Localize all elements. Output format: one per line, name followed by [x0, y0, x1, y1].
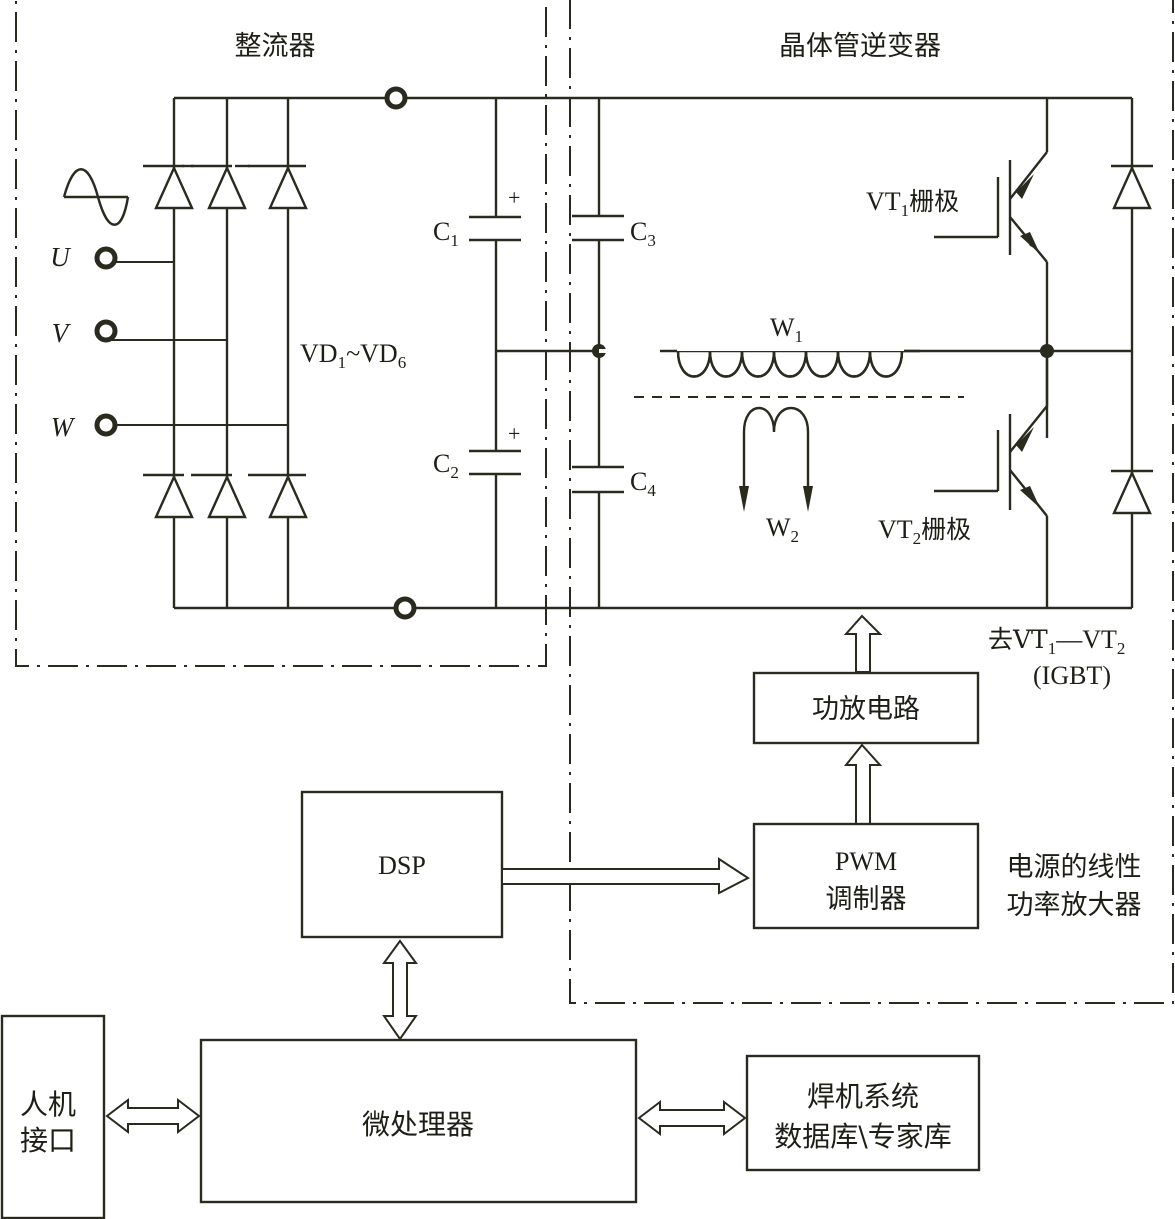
pwm-modulator-box: [752, 822, 980, 930]
dc-positive-terminal: [384, 86, 408, 110]
w2-coil-icon: [742, 406, 810, 500]
linear-amp-label-2: 功率放大器: [1007, 890, 1142, 921]
vt2-gate-label: VT2栅极: [878, 515, 971, 548]
c4-label: C4: [630, 467, 656, 500]
phase-v-terminal: [94, 319, 118, 343]
power-amp-box: [752, 671, 980, 745]
w1-label: W1: [770, 313, 803, 346]
diode-icon: [1112, 470, 1152, 515]
diode-icon: [143, 473, 308, 519]
vt1-igbt-icon: [934, 151, 1048, 263]
c2-label: C2: [433, 449, 459, 482]
to-igbt-label: 去VT1—VT2: [988, 625, 1125, 658]
diode-icon: [1112, 165, 1152, 210]
c3-label: C3: [630, 217, 656, 250]
diode-icon: [143, 164, 308, 210]
microprocessor-box: [199, 1038, 638, 1204]
modulator-label: 调制器: [826, 884, 907, 915]
power-amp-label: 功放电路: [812, 694, 920, 725]
phase-w-terminal: [94, 413, 118, 437]
w1-coil-icon: [660, 349, 920, 378]
bidirectional-arrow-icon: [637, 1099, 747, 1137]
phase-u-label: U: [50, 242, 71, 272]
igbt-label: (IGBT): [1033, 661, 1111, 690]
capacitors-c1-c2: [469, 98, 1132, 608]
bidirectional-arrow-icon: [105, 1097, 201, 1135]
database-label-2: 数据库\专家库: [774, 1120, 951, 1153]
c1-polarity: +: [508, 185, 520, 210]
vt2-igbt-icon: [934, 405, 1048, 517]
vt1-gate-label: VT1栅极: [866, 187, 959, 220]
dc-negative-terminal: [393, 596, 417, 620]
pwm-label: PWM: [835, 847, 897, 876]
hmi-box: [0, 1014, 106, 1219]
w2-label: W2: [766, 513, 799, 546]
database-label-1: 焊机系统: [807, 1080, 919, 1113]
arrow-right-icon: [501, 857, 750, 895]
inverter-circuit: [572, 98, 1153, 608]
database-box: [745, 1054, 981, 1172]
linear-amp-label-1: 电源的线性: [1007, 852, 1142, 883]
arrow-up-icon: [843, 743, 883, 825]
rectifier-title: 整流器: [235, 31, 316, 62]
c2-polarity: +: [508, 421, 520, 446]
dsp-box: [300, 790, 504, 939]
bidirectional-arrow-icon: [382, 939, 418, 1041]
diode-range-label: VD1~VD6: [300, 339, 406, 372]
inverter-title: 晶体管逆变器: [779, 31, 941, 62]
inverter-boundary: [569, 0, 1174, 1004]
phase-w-label: W: [51, 412, 76, 442]
c1-label: C1: [433, 217, 459, 250]
rectifier-boundary: [15, 0, 547, 667]
phase-v-label: V: [52, 318, 72, 348]
hmi-label-1: 人机: [20, 1088, 76, 1121]
hmi-label-2: 接口: [20, 1124, 76, 1157]
dsp-label: DSP: [378, 851, 426, 880]
arrow-up-icon: [843, 614, 883, 673]
phase-u-terminal: [94, 246, 118, 270]
rectifier-bridge: [62, 86, 1132, 620]
microprocessor-label: 微处理器: [362, 1108, 474, 1141]
